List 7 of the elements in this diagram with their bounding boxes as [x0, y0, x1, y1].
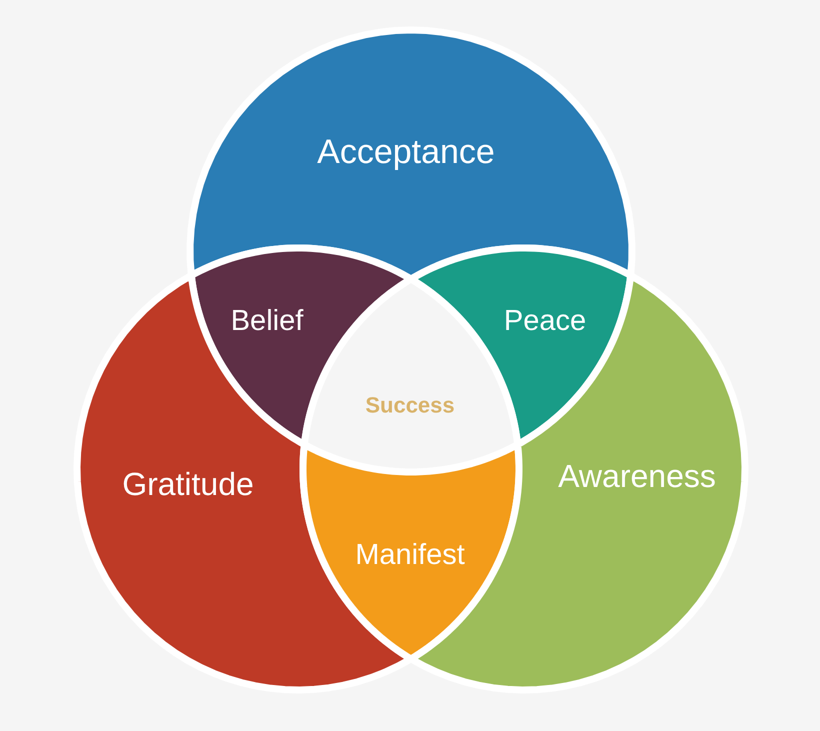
region-label: Success: [365, 392, 455, 418]
region-label: Gratitude: [122, 466, 254, 502]
region-label: Peace: [504, 305, 586, 337]
region-label: Awareness: [558, 458, 716, 494]
region-label: Manifest: [355, 539, 465, 571]
region-label: Belief: [230, 305, 304, 337]
region-label: Acceptance: [317, 133, 495, 171]
